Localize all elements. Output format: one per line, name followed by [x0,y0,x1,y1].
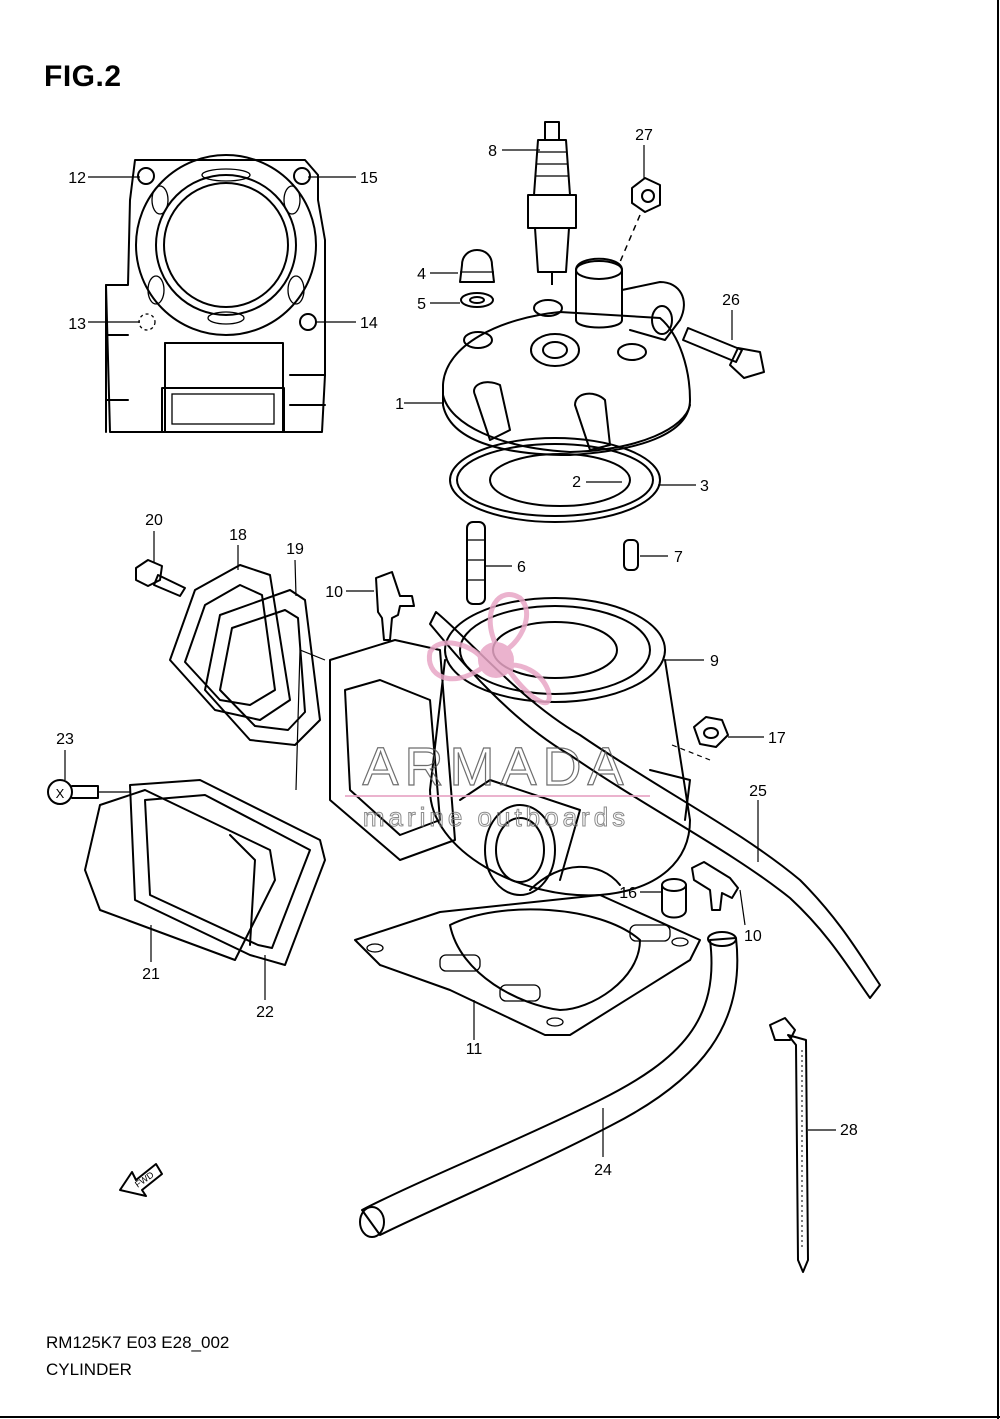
cylinder-body [329,597,711,897]
fwd-label: FWD [133,1169,156,1189]
callout-3: 3 [700,478,709,495]
base-gasket [354,894,701,1036]
spark-plug [527,121,577,285]
diagram-code: RM125K7 E03 E28_002 [46,1333,230,1352]
dowel-pin [623,539,639,571]
head-gaskets [449,437,661,523]
intake-gasket-18 [169,564,291,721]
callout-27: 27 [635,127,653,144]
callout-7: 7 [674,549,683,566]
callout-24: 24 [594,1162,612,1179]
callout-1: 1 [395,396,404,413]
forward-direction-arrow: FWD [119,1163,163,1197]
leader-lines [64,145,836,1157]
bolt-mark: X [56,786,65,801]
cylinder-head [442,257,691,456]
cable-tie [769,1017,809,1273]
callout-2: 2 [572,474,581,491]
callout-22: 22 [256,1004,274,1021]
callout-numbers: 1 2 3 4 5 6 7 8 9 10 10 11 12 13 14 15 1… [56,127,858,1179]
callout-8: 8 [488,143,497,160]
callout-17: 17 [768,730,786,747]
bolt-20 [135,559,186,597]
callout-14: 14 [360,315,378,332]
drain-hose [359,931,739,1238]
watermark: ARMADA marine outboards [345,592,650,833]
callout-23: 23 [56,731,74,748]
callout-11: 11 [466,1041,483,1058]
nut-and-bolt [619,177,765,379]
watermark-logo [426,592,552,706]
callout-28: 28 [840,1122,858,1139]
callout-18: 18 [229,527,247,544]
hose-fitting-lower [691,861,739,911]
stud-bolt [466,521,486,605]
watermark-tagline: marine outboards [363,802,629,832]
callout-15: 15 [360,170,378,187]
callout-19: 19 [286,541,304,558]
callout-13: 13 [68,316,86,333]
callout-25: 25 [749,783,767,800]
collar [661,878,687,919]
callout-9: 9 [710,653,719,670]
breather-hose [429,611,881,999]
callout-10-upper: 10 [325,584,343,601]
callout-21: 21 [142,966,160,983]
flange-nut [693,716,729,748]
callout-20: 20 [145,512,163,529]
diagram-name: CYLINDER [46,1360,132,1379]
callout-26: 26 [722,292,740,309]
callout-16: 16 [619,885,637,902]
cap-nut-and-washer [459,249,495,308]
callout-12: 12 [68,170,86,187]
figure-title: FIG.2 [44,60,122,93]
callout-5: 5 [417,296,426,313]
intake-gasket-19 [204,589,321,746]
gasket-22 [129,779,326,966]
callout-6: 6 [517,559,526,576]
callout-10-lower: 10 [744,928,762,945]
hose-fitting-upper [375,571,415,641]
watermark-brand: ARMADA [362,737,629,797]
callout-4: 4 [417,266,426,283]
cylinder-top-view [105,154,326,433]
cover-21 [84,789,276,961]
bolt-23: X [47,779,99,805]
